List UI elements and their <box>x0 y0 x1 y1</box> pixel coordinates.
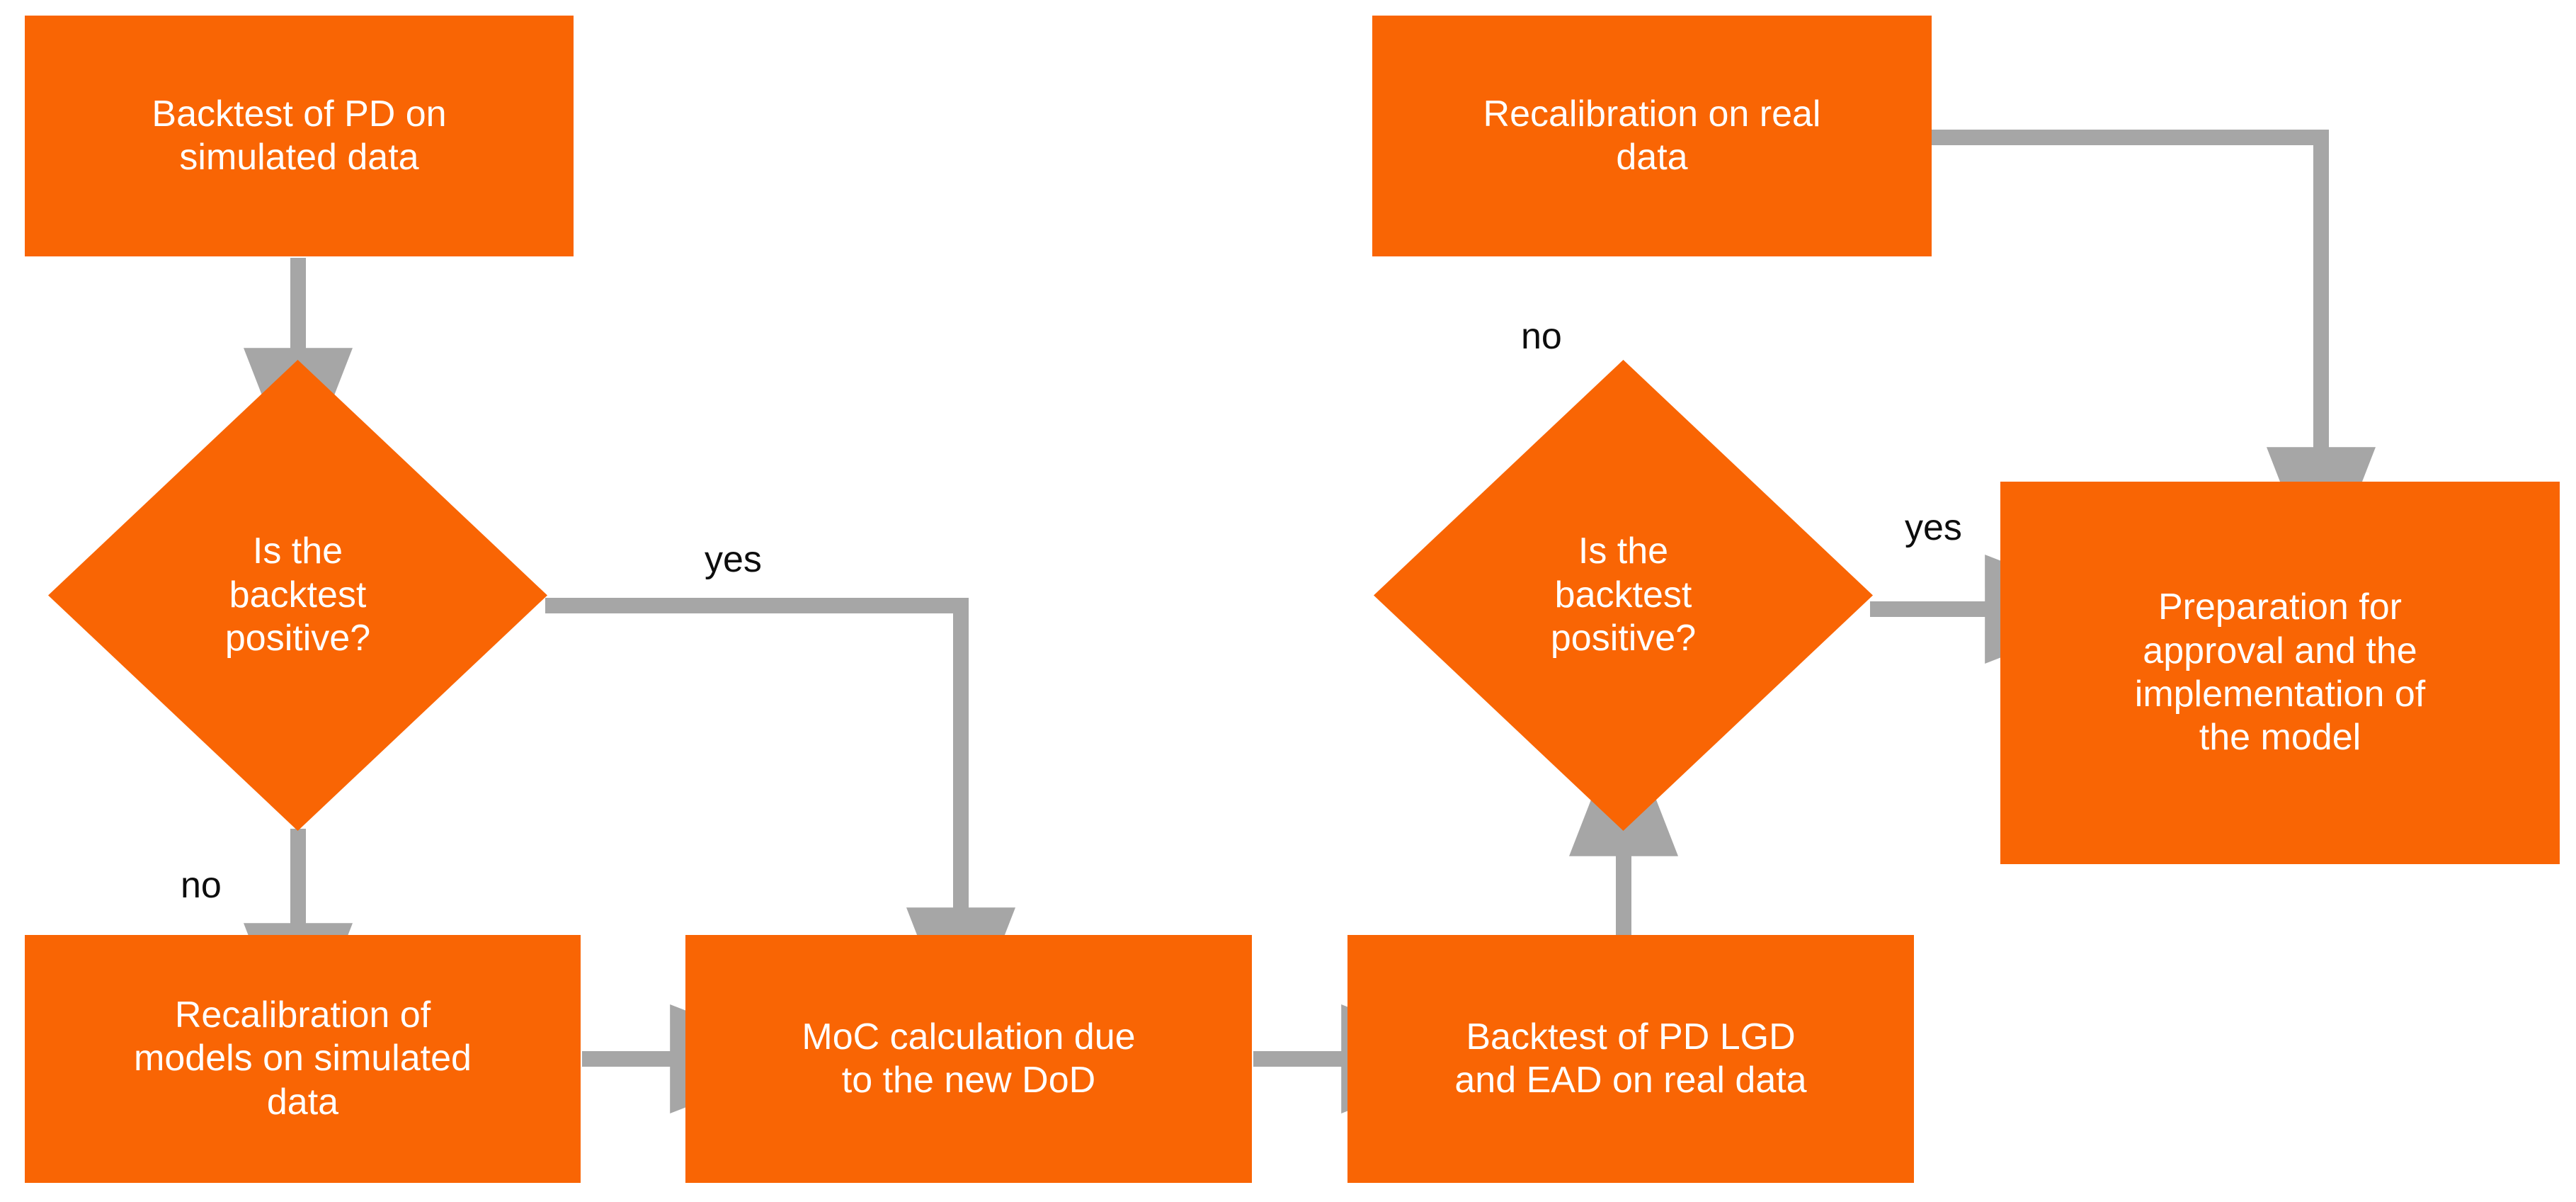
node-backtest-real[interactable]: Backtest of PD LGD and EAD on real data <box>1347 935 1914 1183</box>
edge-recal-real-to-preparation <box>1927 130 2376 588</box>
node-recalibration-models-simulated[interactable]: Recalibration of models on simulated dat… <box>25 935 581 1183</box>
edge-label-right-no: no <box>1521 316 1562 357</box>
node-backtest-pd-simulated[interactable]: Backtest of PD on simulated data <box>25 16 574 256</box>
edge-label-left-no: no <box>181 865 222 906</box>
node-label: Backtest of PD on simulated data <box>152 93 447 178</box>
node-moc-calculation[interactable]: MoC calculation due to the new DoD <box>685 935 1252 1183</box>
edge-decision-left-yes <box>545 598 1015 1048</box>
node-label: Is the backtest positive? <box>224 531 371 659</box>
node-preparation-approval[interactable]: Preparation for approval and the impleme… <box>2000 482 2560 864</box>
node-label: Recalibration on real data <box>1483 93 1821 178</box>
node-recalibration-real[interactable]: Recalibration on real data <box>1372 16 1932 256</box>
node-label: Is the backtest positive? <box>1550 531 1697 659</box>
edge-label-right-yes: yes <box>1905 507 1962 548</box>
node-decision-left[interactable]: Is the backtest positive? <box>48 360 547 831</box>
edge-label-left-yes: yes <box>705 539 762 580</box>
node-label: Recalibration of models on simulated dat… <box>134 994 472 1123</box>
node-label: Preparation for approval and the impleme… <box>2134 586 2426 759</box>
node-label: MoC calculation due to the new DoD <box>802 1016 1136 1101</box>
node-decision-right[interactable]: Is the backtest positive? <box>1374 360 1873 831</box>
node-label: Backtest of PD LGD and EAD on real data <box>1454 1016 1807 1101</box>
